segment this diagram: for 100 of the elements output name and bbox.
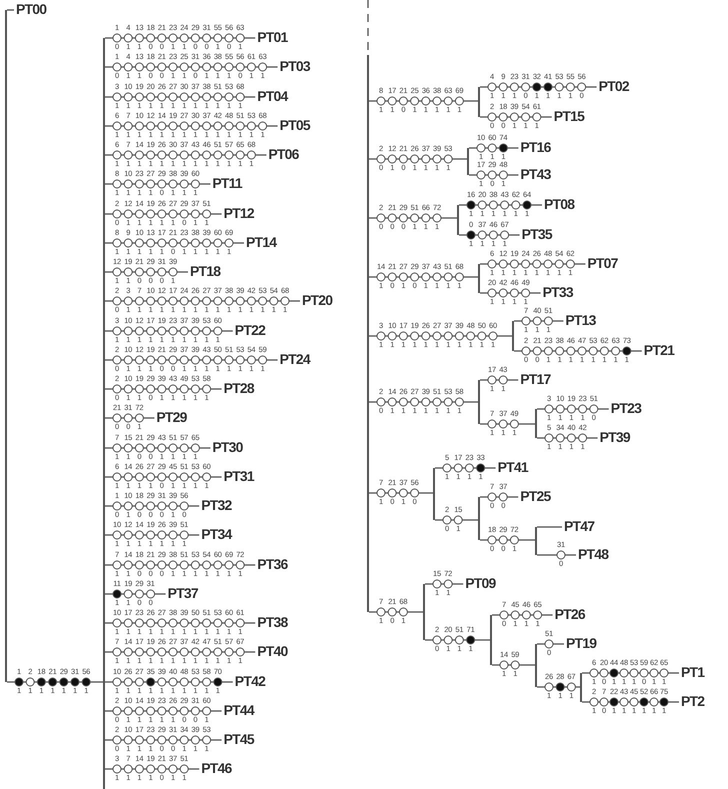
taxon-label: PT01 [257,29,288,45]
clade-junction-line [478,87,480,117]
tree-branch [425,639,490,641]
tree-branch [537,554,576,556]
taxon-label: PT43 [520,166,551,182]
tree-branch [369,217,457,219]
taxon-label: PT39 [600,429,630,445]
clade-junction-line [367,55,369,612]
tree-branch [369,335,512,337]
taxon-label: PT13 [565,312,596,328]
taxon-label: PT38 [257,614,288,630]
taxon-label: PT40 [257,643,288,659]
tree-branch [537,526,562,528]
taxon-label: PT44 [224,702,254,718]
taxon-label: PT04 [257,88,288,104]
tree-branch [537,437,598,439]
tree-branch [105,359,278,361]
clade-junction-line [490,615,492,665]
taxon-label: PT00 [16,1,46,17]
tree-branch [459,234,520,236]
tree-branch [105,534,200,536]
tree-branch [480,263,586,265]
tree-branch [537,408,609,410]
taxon-label: PT21 [644,342,674,358]
clade-junction-line [478,264,480,293]
tree-branch [105,768,200,770]
tree-branch [105,330,233,332]
tree-branch [469,147,518,149]
tree-branch [492,664,535,666]
tree-branch [105,242,244,244]
clade-junction-line [535,527,537,555]
taxon-label: PT19 [566,635,596,651]
taxon-label: PT33 [542,284,573,300]
taxon-label: PT08 [544,196,574,212]
taxon-label: PT48 [578,546,608,562]
tree-branch [480,423,535,425]
clade-junction-line [5,10,7,682]
taxon-label: PT47 [564,518,594,534]
tree-branch [7,681,103,683]
tree-branch [105,388,222,390]
taxon-label: PT23 [610,400,642,416]
tree-branch [435,519,478,521]
tree-branch [105,154,266,156]
taxon-label: PT28 [224,380,254,396]
tree-branch [105,417,154,419]
taxon-label: PT45 [224,731,254,747]
tree-branch [480,496,518,498]
taxon-label: PT41 [498,459,528,475]
tree-branch [105,710,222,712]
taxon-label: PT09 [465,575,496,591]
tree-branch [105,183,210,185]
tree-branch [369,100,478,102]
tree-branch [105,593,166,595]
tree-branch [105,651,256,653]
taxon-label: PT46 [201,760,232,776]
tree-branch [582,701,679,703]
tree-branch [369,401,478,403]
tree-branch [369,492,433,494]
tree-branch [105,37,256,39]
taxon-label: PT34 [201,526,232,542]
taxon-label: PT30 [212,439,243,455]
taxon-label: PT03 [280,58,310,74]
taxon-label: PT26 [554,606,585,622]
clade-junction-line [478,497,480,540]
clade-junction-line [478,380,480,424]
tree-branch [514,320,564,322]
taxon-label: PT2 [681,693,704,709]
taxon-label: PT1 [681,664,704,680]
tree-branch [105,125,278,127]
tree-branch [480,116,552,118]
tree-branch [492,614,553,616]
taxon-label: PT06 [268,146,299,162]
tree-branch [480,379,518,381]
tree-branch [459,204,542,206]
taxon-label: PT11 [212,175,242,191]
clade-junction-line [535,644,537,687]
taxon-label: PT05 [280,117,310,133]
taxon-label: PT35 [522,226,552,242]
tree-branch [105,681,233,683]
taxon-label: PT16 [520,139,551,155]
tree-branch [105,271,188,273]
tree-branch [369,158,467,160]
tree-branch [105,564,256,566]
tree-branch [480,292,541,294]
tree-branch [480,86,597,88]
taxon-label: PT15 [554,108,584,124]
taxon-label: PT18 [190,263,220,279]
tree-branch [105,447,210,449]
tree-branch [537,643,564,645]
clade-junction-line [103,38,105,789]
tree-branch [480,539,535,541]
taxon-label: PT42 [234,673,266,689]
tree-branch [105,96,256,98]
clade-junction-line [433,468,435,520]
taxon-label: PT31 [224,468,254,484]
tree-branch [105,622,256,624]
tree-branch [105,505,200,507]
taxon-label: PT20 [302,292,332,308]
taxon-label: PT32 [201,497,232,513]
clade-junction-line [535,409,537,438]
